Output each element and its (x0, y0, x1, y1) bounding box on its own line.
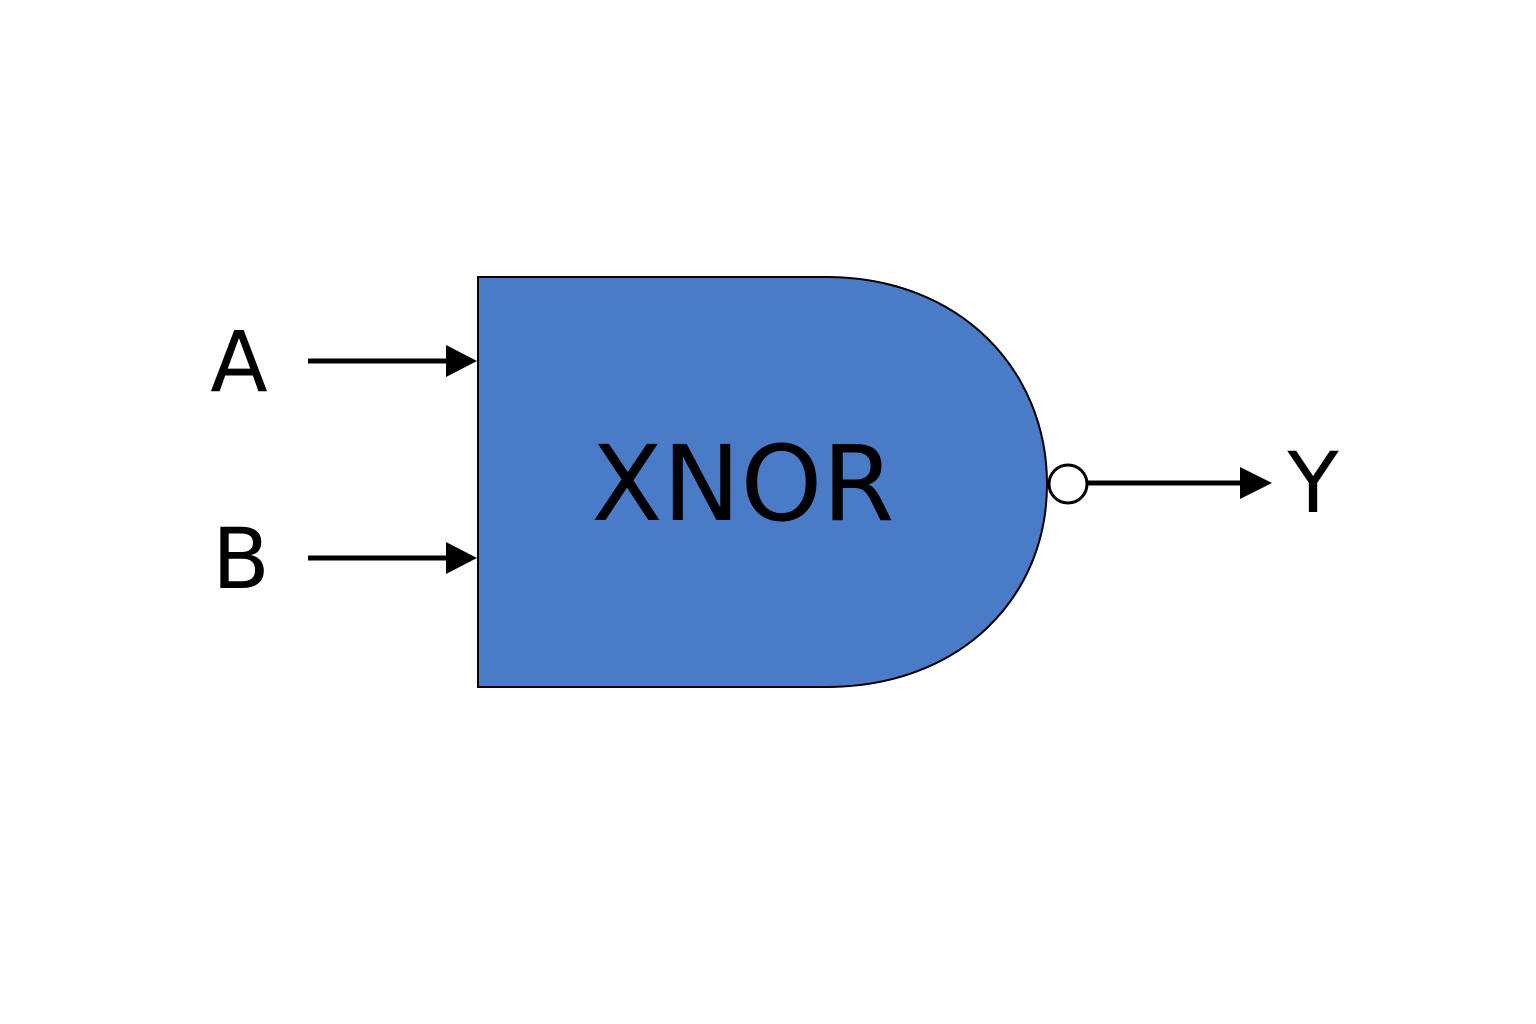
output-arrowhead (1240, 467, 1272, 499)
input-a-arrowhead (446, 345, 477, 377)
input-a-label: A (210, 313, 267, 411)
output-y-label: Y (1286, 434, 1339, 532)
gate-body (477, 276, 1049, 688)
input-b-label: B (212, 510, 270, 608)
input-b-arrowhead (446, 542, 477, 574)
gate-label: XNOR (591, 423, 894, 545)
inversion-bubble (1047, 463, 1089, 505)
